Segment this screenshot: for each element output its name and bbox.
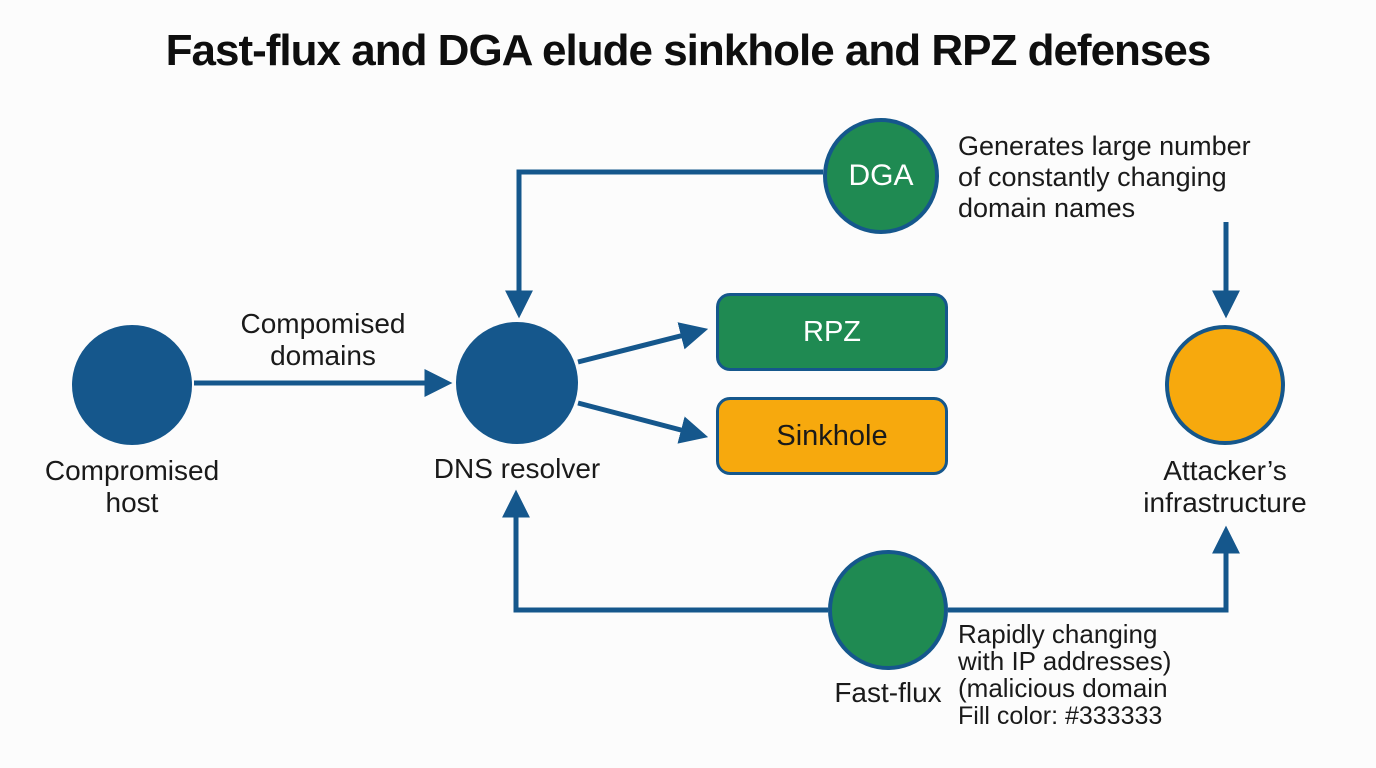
edge-label-compromised-domains: Compomised domains	[240, 308, 406, 371]
node-dns-resolver-label: DNS resolver	[433, 453, 601, 484]
annotation-dga-note: Generates large number of constantly cha…	[958, 131, 1251, 223]
node-sinkhole-label: Sinkhole	[776, 419, 888, 452]
edge-fastflux-to-attacker	[948, 525, 1240, 613]
node-dga-label: DGA	[848, 159, 914, 192]
node-dga: DGA	[823, 118, 939, 234]
node-sinkhole: Sinkhole	[716, 397, 948, 475]
node-fast-flux	[828, 550, 948, 670]
annotation-fill-color-note: Fill color: #333333	[958, 702, 1163, 730]
edge-dga-to-dns-resolver	[505, 169, 823, 319]
edge-dns-resolver-to-sinkhole	[577, 400, 709, 444]
node-attacker-infrastructure	[1165, 325, 1285, 445]
edge-fastflux-to-dns-resolver	[502, 489, 828, 613]
node-attacker-infrastructure-label: Attacker’s infrastructure	[1143, 455, 1307, 518]
diagram-title: Fast-flux and DGA elude sinkhole and RPZ…	[165, 26, 1212, 75]
node-compromised-host	[72, 325, 192, 445]
node-rpz: RPZ	[716, 293, 948, 371]
edge-dns-resolver-to-rpz	[577, 322, 709, 365]
node-fast-flux-label: Fast-flux	[834, 677, 942, 708]
node-rpz-label: RPZ	[803, 315, 861, 348]
annotation-fast-flux-note: Rapidly changing with IP addresses) (mal…	[958, 619, 1172, 703]
node-dns-resolver	[456, 322, 578, 444]
node-compromised-host-label: Compromised host	[44, 455, 220, 518]
